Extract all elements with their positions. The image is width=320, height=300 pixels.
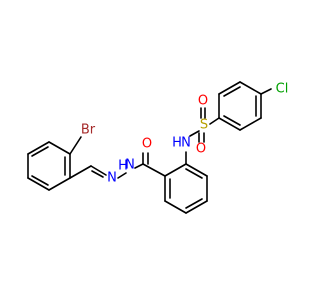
molecule-drawing: Br N N H O N H S O O Cl xyxy=(27,81,289,214)
structure-diagram: Br N N H O N H S O O Cl xyxy=(27,81,289,214)
sulfonyl-oxygen-top-label: O xyxy=(198,94,208,109)
imine-nitrogen-label: N xyxy=(107,171,117,186)
sulfonyl-oxygen-bottom-label: O xyxy=(196,142,206,157)
bromine-label: Br xyxy=(81,123,96,138)
hydrazide-hydrogen-label: H xyxy=(118,159,128,174)
carbonyl-group xyxy=(142,152,166,177)
carbonyl-oxygen-label: O xyxy=(142,137,152,152)
sulfonamide-link xyxy=(185,107,220,165)
sulfonamide-nitrogen-label: N xyxy=(181,136,191,151)
central-benzene-ring xyxy=(164,163,208,214)
hydrazide-nitrogen-label: N xyxy=(125,158,135,173)
c-cl-bond xyxy=(260,88,272,95)
hydrazone-chain xyxy=(69,163,144,179)
c-br-bond xyxy=(69,136,82,155)
chlorophenyl-ring xyxy=(218,81,262,131)
bromophenyl-ring xyxy=(27,141,71,191)
sulfur-label: S xyxy=(200,118,208,133)
chlorine-label: Cl xyxy=(276,82,289,97)
sulfonamide-hydrogen-label: H xyxy=(172,136,182,151)
